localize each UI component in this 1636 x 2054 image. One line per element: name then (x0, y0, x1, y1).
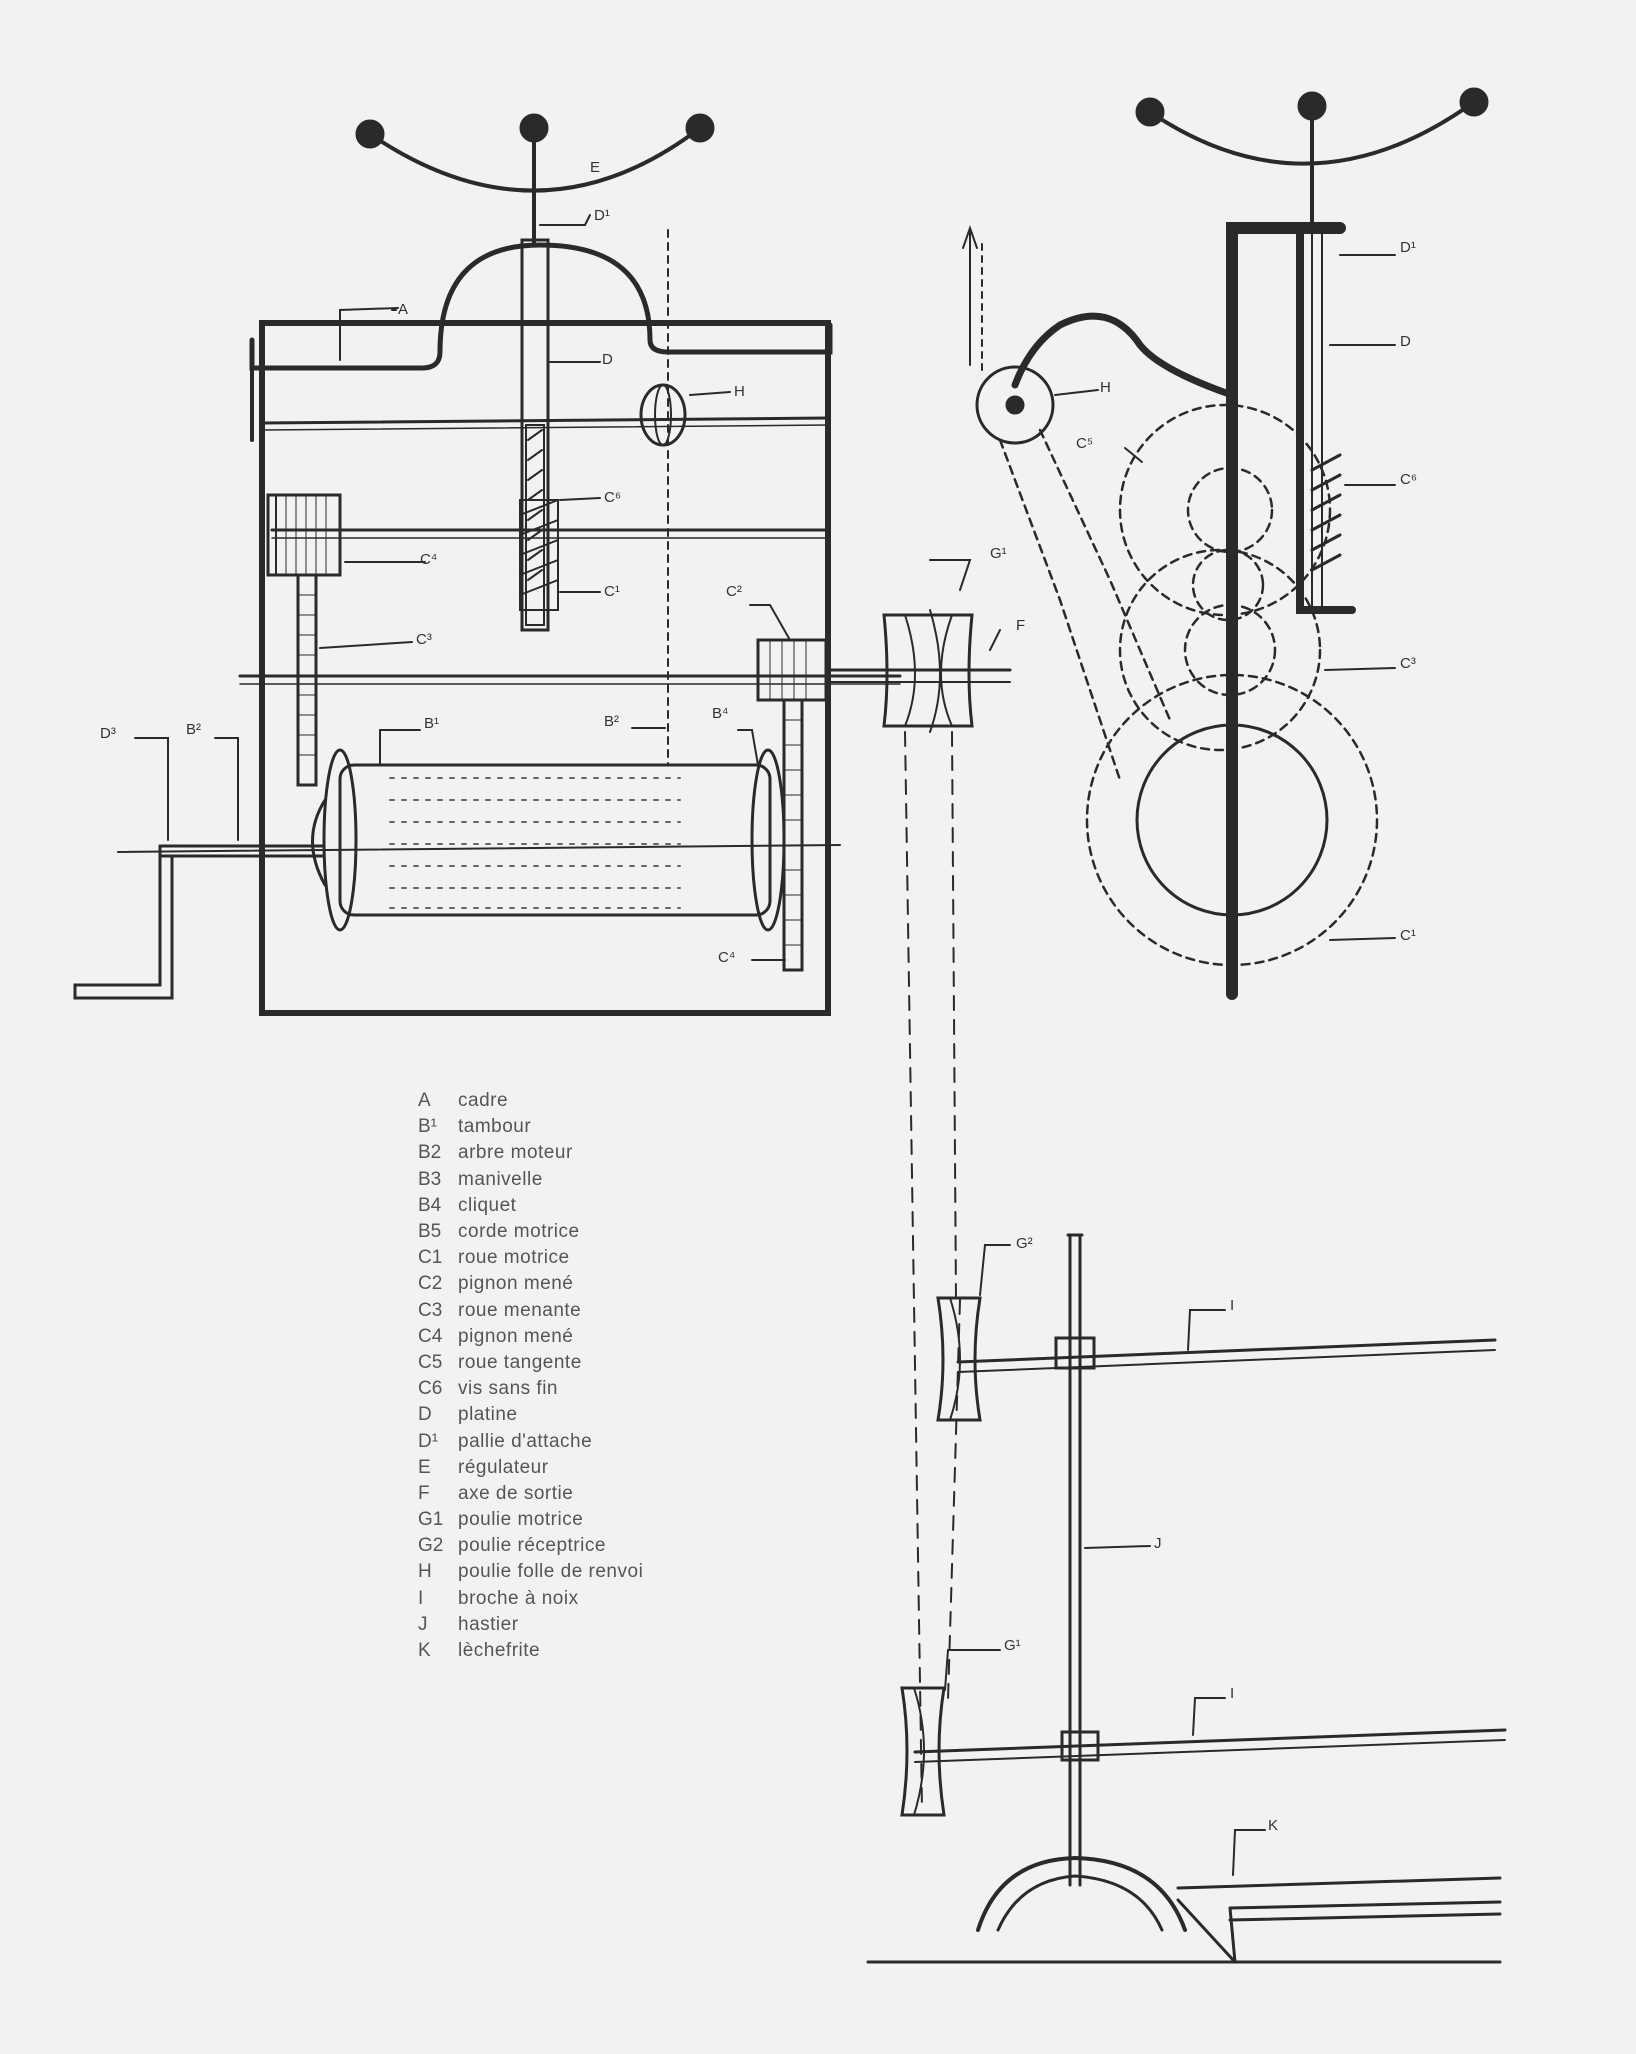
pulley-g1-lower (900, 1686, 946, 1817)
label-b2-left: B² (186, 721, 201, 738)
label-g1: G¹ (990, 545, 1007, 562)
frame-a (259, 320, 831, 1016)
crank-b3 (73, 844, 174, 1000)
label-b1: B¹ (424, 715, 439, 732)
label-g1-bottom: G¹ (1004, 1637, 1021, 1654)
label-c6-right: C⁶ (1400, 471, 1418, 488)
label-k: K (1268, 1817, 1279, 1834)
label-c4-gear: C⁴ (718, 949, 736, 966)
label-d1-left: D¹ (594, 207, 610, 224)
wheel-c1-side (1135, 723, 1329, 917)
frame-top (249, 242, 833, 371)
label-c1-left: C¹ (604, 583, 620, 600)
pinion-c2 (756, 638, 828, 702)
label-c4-left: C⁴ (420, 551, 438, 568)
governor-ball-left (355, 119, 385, 149)
label-b2-top: B² (604, 713, 619, 730)
platine-d (520, 238, 550, 632)
label-j: J (1154, 1535, 1162, 1552)
drum-b1 (338, 763, 772, 917)
label-c3-right: C³ (1400, 655, 1416, 672)
label-c2: C² (726, 583, 742, 600)
label-f: F (1016, 617, 1026, 634)
drip-pan-k (1176, 1876, 1502, 1964)
spit-i-bottom (913, 1728, 1507, 1754)
leader-lines (134, 214, 1396, 1876)
lower-assembly (866, 1233, 1507, 1964)
label-d1-right: D¹ (1400, 239, 1416, 256)
label-g2: G² (1016, 1235, 1033, 1252)
pulley-g2 (936, 1296, 982, 1422)
drum-rope (389, 777, 681, 909)
label-c3-left: C³ (416, 631, 432, 648)
gear-train-dashed (998, 403, 1379, 967)
label-c5: C⁵ (1076, 435, 1094, 452)
label-i-top: I (1230, 1297, 1235, 1314)
label-b3: D³ (100, 725, 116, 742)
right-assembly (962, 87, 1489, 1000)
label-b4: B⁴ (712, 705, 729, 722)
label-i-bottom: I (1230, 1685, 1235, 1702)
chain-c3 (296, 573, 318, 787)
gear-c4 (266, 493, 342, 577)
label-h-left: H (734, 383, 745, 400)
label-c6-left: C⁶ (604, 489, 622, 506)
left-assembly (73, 113, 1012, 1811)
label-e: E (590, 159, 601, 176)
spit-i-top (956, 1338, 1497, 1364)
governor-arc (368, 126, 702, 193)
drive-pulley-g1 (882, 613, 974, 728)
wheel-c1 (782, 698, 804, 972)
idler-pulley-h-side (975, 365, 1055, 445)
label-d-right: D (1400, 333, 1411, 350)
label-h-right: H (1100, 379, 1111, 396)
frame-side (1226, 222, 1346, 1000)
governor-ball-right (685, 113, 715, 143)
label-c1-right: C¹ (1400, 927, 1416, 944)
label-a: A (398, 301, 409, 318)
idler-pulley-h (639, 383, 687, 447)
label-d-left: D (602, 351, 613, 368)
